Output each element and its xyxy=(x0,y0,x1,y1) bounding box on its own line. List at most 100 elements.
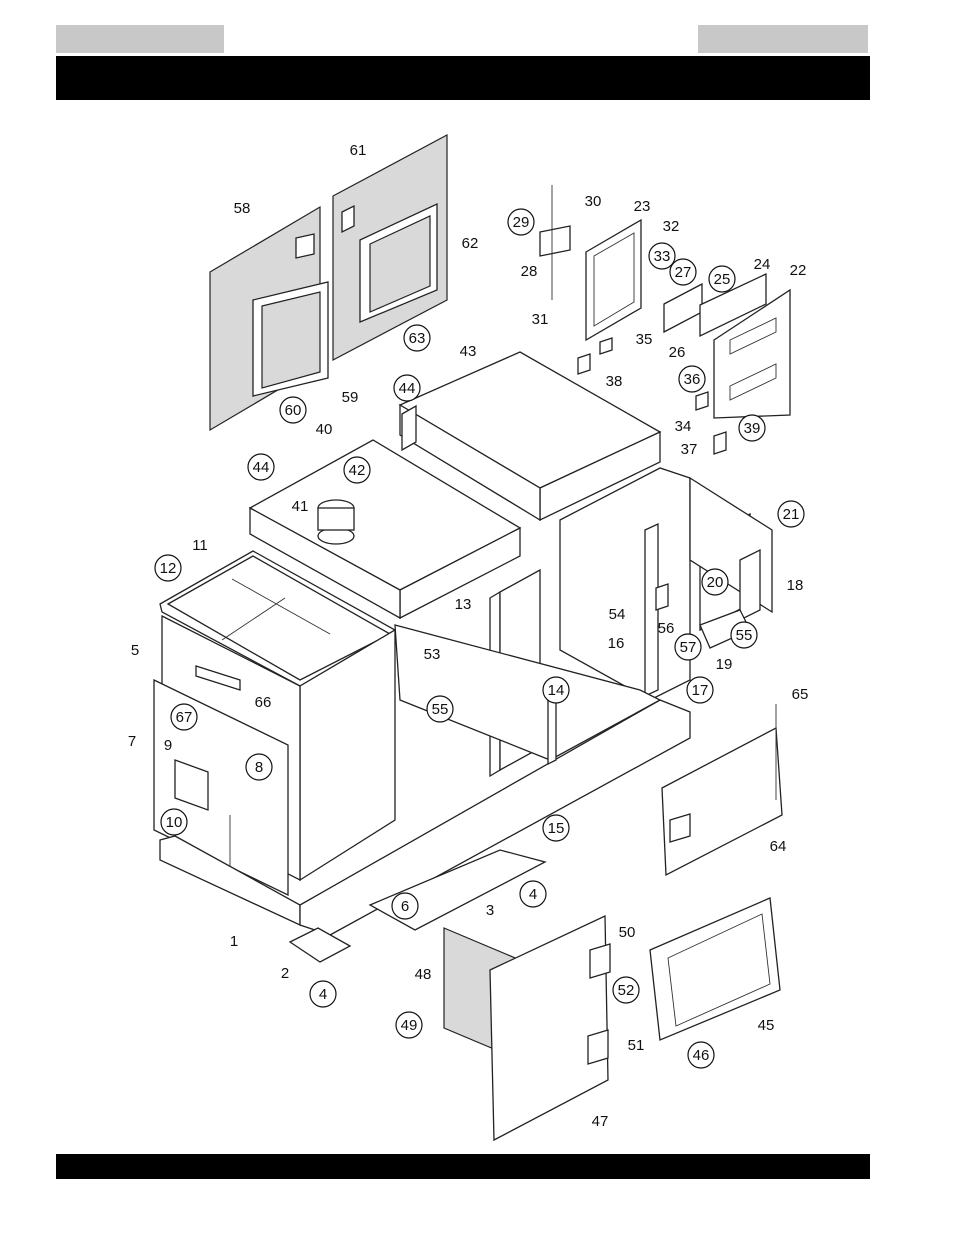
callout-circle xyxy=(279,396,307,424)
callout-52: 52 xyxy=(612,976,640,1004)
callout-circle xyxy=(507,208,535,236)
callout-22: 22 xyxy=(790,262,807,279)
callout-number: 43 xyxy=(460,343,477,360)
callout-circle xyxy=(395,1011,423,1039)
callout-1: 1 xyxy=(230,933,238,950)
callout-34: 34 xyxy=(675,418,692,435)
callout-number: 5 xyxy=(131,642,139,659)
callout-circle xyxy=(612,976,640,1004)
callout-number: 8 xyxy=(255,759,263,776)
access-door-front xyxy=(443,914,611,1142)
callout-53: 53 xyxy=(424,646,441,663)
callout-number: 3 xyxy=(486,902,494,919)
callout-number: 1 xyxy=(230,933,238,950)
callout-14: 14 xyxy=(542,676,570,704)
callout-number: 46 xyxy=(693,1047,710,1064)
callout-number: 18 xyxy=(787,577,804,594)
callout-67: 67 xyxy=(170,703,198,731)
callout-24: 24 xyxy=(754,256,771,273)
callout-65: 65 xyxy=(792,686,809,703)
callout-3: 3 xyxy=(486,902,494,919)
callout-62: 62 xyxy=(462,235,479,252)
callout-number: 6 xyxy=(401,898,409,915)
callout-number: 57 xyxy=(680,639,697,656)
callout-circle xyxy=(154,554,182,582)
callout-circle xyxy=(245,753,273,781)
callout-number: 49 xyxy=(401,1017,418,1034)
callout-20: 20 xyxy=(701,568,729,596)
rear-frame-assembly xyxy=(559,467,773,701)
callout-circle xyxy=(701,568,729,596)
header-tab-left xyxy=(56,25,224,53)
callout-number: 33 xyxy=(654,248,671,265)
callout-66: 66 xyxy=(255,694,272,711)
callout-15: 15 xyxy=(542,814,570,842)
callout-circle xyxy=(426,695,454,723)
callout-number: 52 xyxy=(618,982,635,999)
callout-28: 28 xyxy=(521,263,538,280)
callout-number: 32 xyxy=(663,218,680,235)
callout-25: 25 xyxy=(708,265,736,293)
callout-63: 63 xyxy=(403,324,431,352)
main-enclosure xyxy=(153,550,397,897)
callout-circle xyxy=(247,453,275,481)
callout-number: 60 xyxy=(285,402,302,419)
callout-circle xyxy=(686,676,714,704)
callout-number: 25 xyxy=(714,271,731,288)
callout-number: 66 xyxy=(255,694,272,711)
callout-8: 8 xyxy=(245,753,273,781)
callout-51: 51 xyxy=(628,1037,645,1054)
callout-26: 26 xyxy=(669,344,686,361)
callout-40: 40 xyxy=(316,421,333,438)
callout-number: 37 xyxy=(681,441,698,458)
callout-number: 53 xyxy=(424,646,441,663)
callout-58: 58 xyxy=(234,200,251,217)
side-door-panel-left xyxy=(209,205,329,432)
callout-30: 30 xyxy=(585,193,602,210)
callout-number: 65 xyxy=(792,686,809,703)
callout-55: 55 xyxy=(426,695,454,723)
callout-number: 35 xyxy=(636,331,653,348)
callout-number: 29 xyxy=(513,214,530,231)
callout-number: 28 xyxy=(521,263,538,280)
callout-16: 16 xyxy=(608,635,625,652)
callout-circle xyxy=(730,621,758,649)
callout-number: 26 xyxy=(669,344,686,361)
callout-number: 36 xyxy=(684,371,701,388)
callout-57: 57 xyxy=(674,633,702,661)
callout-number: 61 xyxy=(350,142,367,159)
callout-number: 50 xyxy=(619,924,636,941)
callout-number: 47 xyxy=(592,1113,609,1130)
callout-number: 2 xyxy=(281,965,289,982)
callout-5: 5 xyxy=(131,642,139,659)
callout-number: 63 xyxy=(409,330,426,347)
callout-number: 45 xyxy=(758,1017,775,1034)
callout-number: 22 xyxy=(790,262,807,279)
callout-number: 21 xyxy=(783,506,800,523)
callout-number: 4 xyxy=(319,986,327,1003)
callout-23: 23 xyxy=(634,198,651,215)
callout-circle xyxy=(669,258,697,286)
access-door-right xyxy=(661,704,783,877)
callout-circle xyxy=(170,703,198,731)
callout-31: 31 xyxy=(532,311,549,328)
callout-2: 2 xyxy=(281,965,289,982)
callout-number: 62 xyxy=(462,235,479,252)
callout-60: 60 xyxy=(279,396,307,424)
callout-number: 16 xyxy=(608,635,625,652)
callout-circle xyxy=(738,414,766,442)
callout-number: 38 xyxy=(606,373,623,390)
callout-number: 11 xyxy=(192,537,208,554)
callout-56: 56 xyxy=(658,620,675,637)
callout-circle xyxy=(160,808,188,836)
callout-49: 49 xyxy=(395,1011,423,1039)
callout-48: 48 xyxy=(415,966,432,983)
callout-number: 31 xyxy=(532,311,549,328)
callout-45: 45 xyxy=(758,1017,775,1034)
callout-circle xyxy=(542,676,570,704)
callout-19: 19 xyxy=(716,656,733,673)
callout-number: 19 xyxy=(716,656,733,673)
callout-number: 58 xyxy=(234,200,251,217)
callout-18: 18 xyxy=(787,577,804,594)
